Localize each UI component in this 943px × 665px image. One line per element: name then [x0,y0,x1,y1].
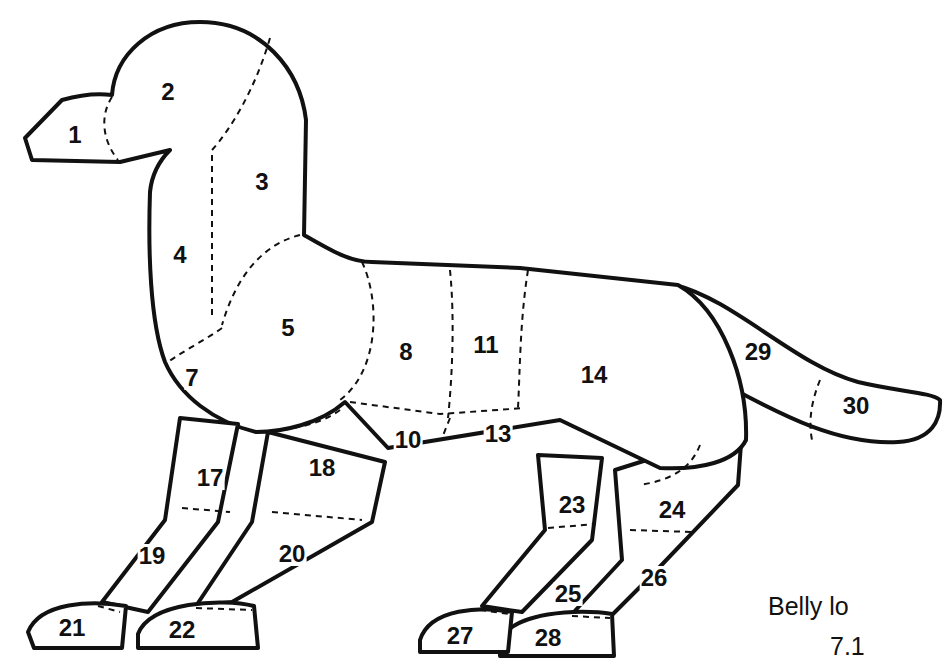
callout-number: 18 [308,456,337,480]
callout-number: 8 [398,340,413,364]
callout-number: 24 [658,498,687,522]
hind-leg-outline [482,455,602,612]
region-line [182,508,230,512]
callout-number: 25 [554,582,583,606]
region-line [262,410,340,432]
region-line [222,235,300,325]
note-text: 7.1 [830,634,865,659]
region-line [480,610,510,614]
callout-number: 23 [558,493,587,517]
note-text: Belly lo [768,594,849,619]
dog-outline [25,22,940,656]
region-line [442,418,450,438]
callout-number: 28 [534,626,563,650]
region-line [350,402,525,414]
region-line [572,616,610,618]
region-line [448,270,453,418]
callout-number: 17 [196,466,225,490]
callout-number: 27 [446,624,475,648]
callout-number: 11 [472,333,499,357]
callout-number: 26 [640,566,669,590]
region-line [340,262,374,400]
callout-number: 4 [172,243,187,267]
region-line [640,445,700,485]
body-outline [25,22,746,468]
front-leg-outline [196,432,385,606]
callout-number: 10 [394,428,423,452]
region-line [518,270,528,408]
callout-number: 29 [744,340,773,364]
region-line [104,97,118,160]
region-line [212,38,270,320]
callout-number: 5 [280,316,295,340]
hind-paw-outline [500,612,614,656]
callout-number: 30 [842,394,871,418]
region-lines [98,38,820,618]
callout-number: 3 [254,170,269,194]
region-line [548,524,596,528]
front-paw-outline [138,602,258,648]
callout-number: 19 [138,544,167,568]
callout-number: 14 [580,363,609,387]
region-line [630,530,692,532]
hind-paw-outline [420,609,512,652]
callout-number: 13 [484,422,513,446]
callout-number: 21 [58,616,87,640]
callout-number: 2 [160,80,175,104]
region-line [810,380,820,440]
callout-number: 22 [168,618,197,642]
region-line [196,608,252,610]
region-line [272,512,362,520]
region-line [168,328,222,362]
callout-number: 1 [67,123,82,147]
front-paw-outline [28,603,126,648]
callout-number: 20 [278,542,307,566]
callout-number: 7 [184,366,199,390]
region-line [98,606,120,612]
